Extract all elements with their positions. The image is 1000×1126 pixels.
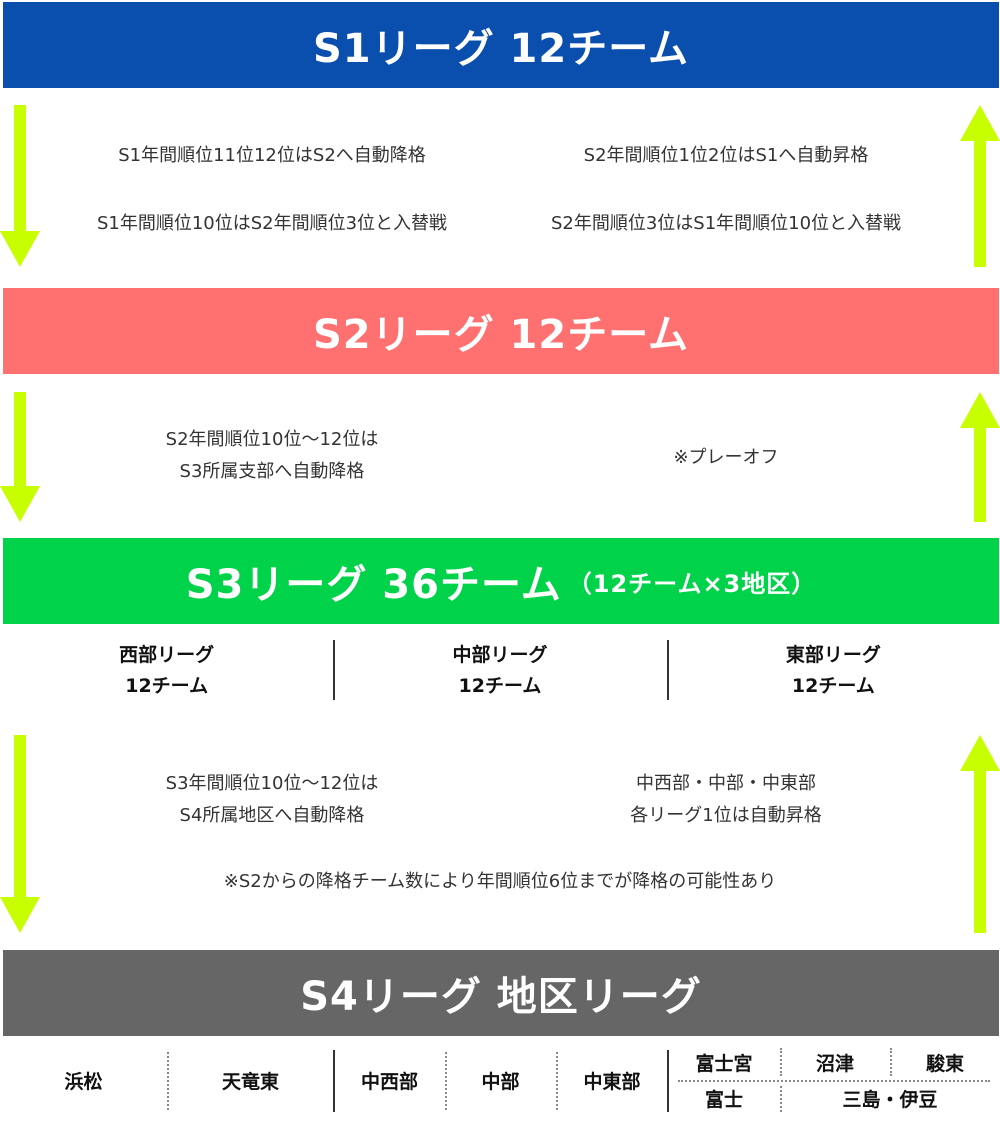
s4-promotion-line-1: 中西部・中部・中東部 [636,773,816,794]
s1-league-title: S1リーグ 12チーム [312,26,690,72]
s3-division-central: 中部リーグ 12チーム [333,640,666,702]
region-hamamatsu: 浜松 [64,1070,103,1093]
region-fujinomiya: 富士宮 [695,1052,753,1075]
division-name: 西部リーグ [119,644,215,666]
divider [678,1080,990,1082]
s3-league-subtitle: （12チーム×3地区） [567,569,817,598]
division-teams: 12チーム [791,675,875,697]
division-name: 中部リーグ [452,644,548,666]
s1-relegation-note: S1年間順位11位12位はS2へ自動降格 [42,140,502,172]
divider [556,1052,558,1110]
relegation-footnote-text: ※S2からの降格チーム数により年間順位6位までが降格の可能性あり [223,871,777,892]
s3-division-west: 西部リーグ 12チーム [0,640,333,702]
s2-auto-promotion-text: S2年間順位1位2位はS1へ自動昇格 [583,145,869,166]
playoff-text: ※プレーオフ [673,447,779,468]
division-teams: 12チーム [125,675,209,697]
s2-league-banner: S2リーグ 12チーム [3,288,999,374]
down-arrow-icon [0,735,40,933]
s3-division-east: 東部リーグ 12チーム [667,640,1000,702]
s3-league-title: S3リーグ 36チーム [185,562,562,608]
up-arrow-icon [960,392,1000,522]
divider [667,1050,669,1112]
region-chubu: 中部 [481,1070,520,1093]
s2-promotion-note: S2年間順位1位2位はS1へ自動昇格 [496,140,956,172]
s3-league-banner: S3リーグ 36チーム （12チーム×3地区） [3,538,999,624]
s4-promotion-line-2: 各リーグ1位は自動昇格 [630,805,822,826]
s2-relegation-line-1: S2年間順位10位〜12位は [165,429,379,450]
s1-league-banner: S1リーグ 12チーム [3,2,999,88]
region-sunto: 駿東 [925,1052,964,1075]
divider [333,1050,335,1112]
divider [780,1048,782,1076]
s2-relegation-note: S2年間順位10位〜12位は S3所属支部へ自動降格 [42,424,502,488]
down-arrow-icon [0,392,40,522]
s3-relegation-note: S3年間順位10位〜12位は S4所属地区へ自動降格 [42,768,502,832]
up-arrow-icon [960,735,1000,933]
divider [667,640,669,700]
region-numazu: 沼津 [815,1052,854,1075]
region-mishima-izu: 三島・伊豆 [842,1088,938,1111]
s1-playoff-note: S1年間順位10位はS2年間順位3位と入替戦 [42,208,502,240]
s2-relegation-line-2: S3所属支部へ自動降格 [179,461,365,482]
up-arrow-icon [960,105,1000,267]
s2-playoff-text: S2年間順位3位はS1年間順位10位と入替戦 [550,213,902,234]
s4-league-banner: S4リーグ 地区リーグ [3,950,999,1036]
region-chutobu: 中東部 [583,1070,641,1093]
s3-relegation-line-2: S4所属地区へ自動降格 [179,805,365,826]
region-chuseibu: 中西部 [360,1070,418,1093]
s3-divisions: 西部リーグ 12チーム 中部リーグ 12チーム 東部リーグ 12チーム [0,640,1000,702]
relegation-footnote: ※S2からの降格チーム数により年間順位6位までが降格の可能性あり [100,866,900,898]
region-fuji: 富士 [704,1088,743,1111]
s2-league-title: S2リーグ 12チーム [312,312,690,358]
divider [890,1048,892,1076]
division-teams: 12チーム [458,675,542,697]
playoff-note: ※プレーオフ [496,442,956,474]
division-name: 東部リーグ [785,644,881,666]
down-arrow-icon [0,105,40,267]
region-tenryu-higashi: 天竜東 [221,1070,279,1093]
s3-relegation-line-1: S3年間順位10位〜12位は [165,773,379,794]
divider [167,1052,169,1110]
divider [333,640,335,700]
s1-auto-relegation-text: S1年間順位11位12位はS2へ自動降格 [118,145,426,166]
s2-playoff-note: S2年間順位3位はS1年間順位10位と入替戦 [496,208,956,240]
divider [445,1052,447,1110]
s4-league-title: S4リーグ 地区リーグ [300,974,702,1020]
s1-playoff-text: S1年間順位10位はS2年間順位3位と入替戦 [96,213,448,234]
divider [780,1086,782,1112]
s4-regions-table: 浜松 天竜東 中西部 中部 中東部 富士宮 沼津 駿東 富士 三島・伊豆 [0,1044,1000,1116]
s4-promotion-note: 中西部・中部・中東部 各リーグ1位は自動昇格 [496,768,956,832]
